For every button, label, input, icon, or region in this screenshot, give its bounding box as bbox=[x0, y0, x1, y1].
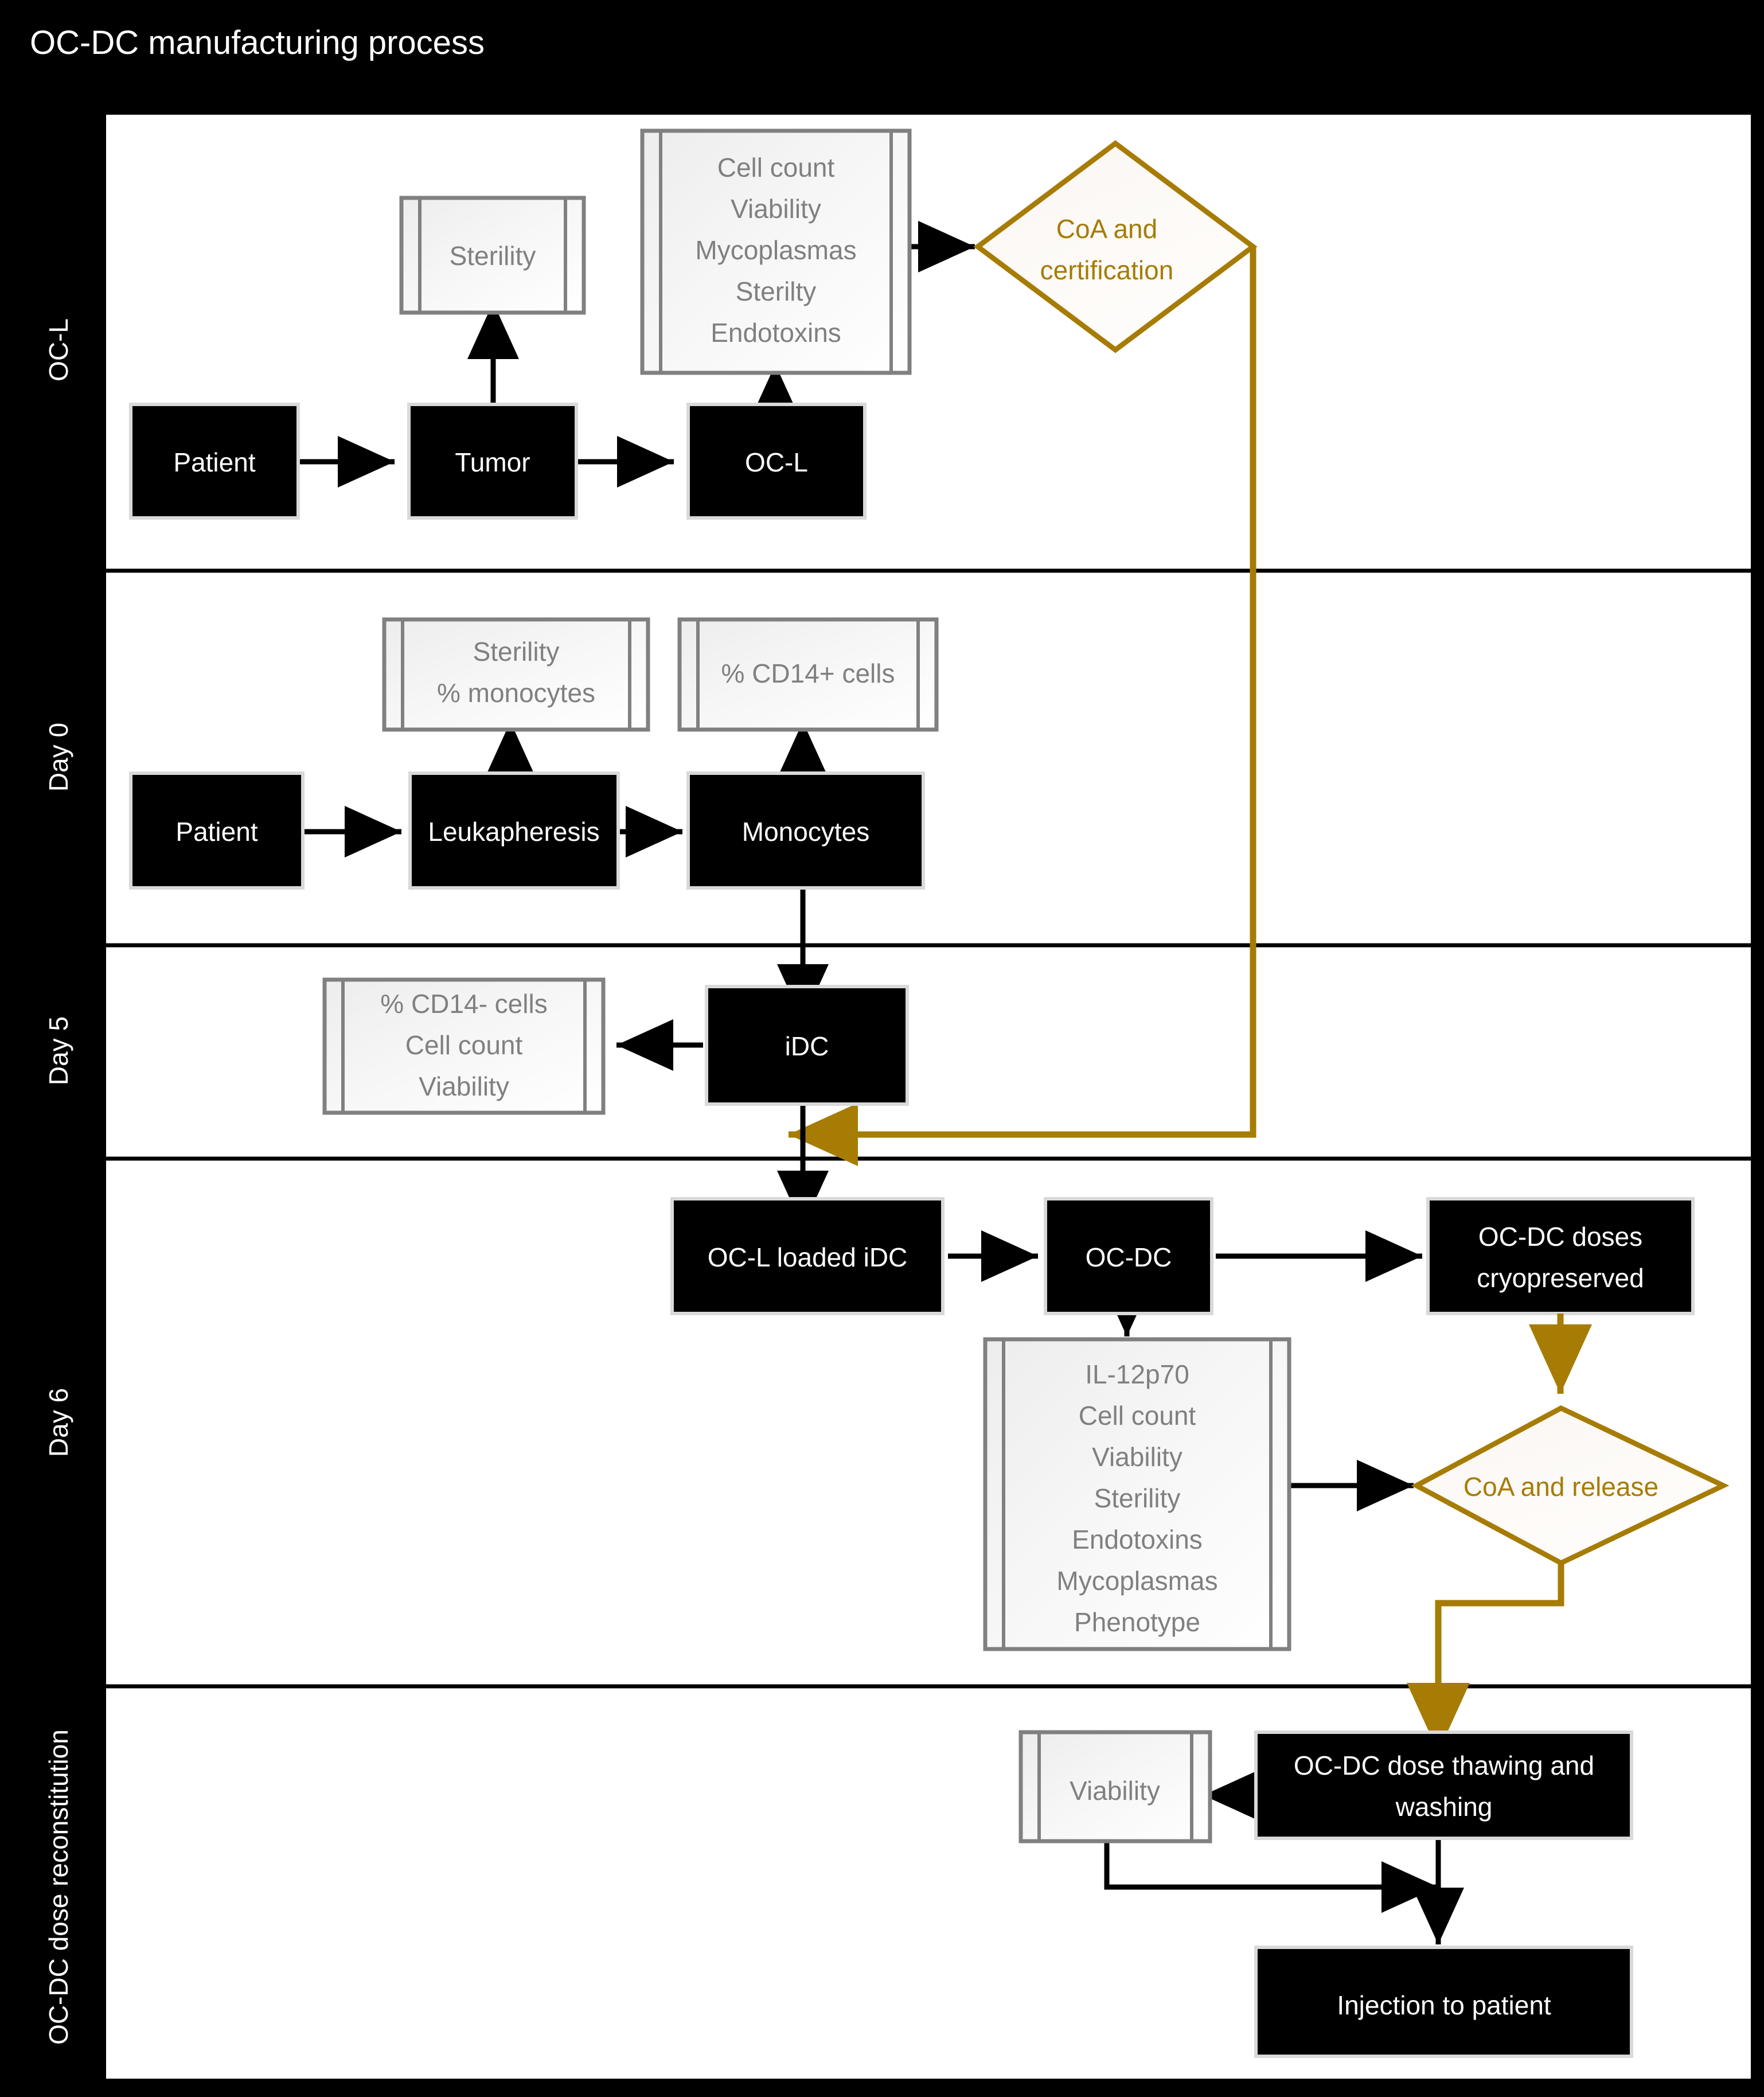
qc-line: Cell count bbox=[1079, 1401, 1196, 1431]
qc-line: Viability bbox=[1070, 1776, 1160, 1806]
process-ocdc-dose-thawing-washing[interactable]: OC-DC dose thawing and washing bbox=[1254, 1730, 1633, 1840]
qc-line: Cell count bbox=[717, 153, 835, 182]
swimlane-label-day-6: Day 6 bbox=[44, 1388, 73, 1457]
process-patient-day-0[interactable]: Patient bbox=[129, 771, 305, 890]
process-monocytes[interactable]: Monocytes bbox=[686, 771, 925, 890]
decision-line: certification bbox=[1040, 255, 1174, 285]
qc-line: Viability bbox=[1092, 1442, 1182, 1472]
swimlane-label-text: OC-DC dose reconstitution bbox=[44, 1729, 73, 2045]
qc-line: % monocytes bbox=[437, 678, 595, 708]
qc-line: Endotoxins bbox=[1072, 1525, 1203, 1554]
qc-line: % CD14+ cells bbox=[721, 658, 895, 688]
qc-line: Mycoplasmas bbox=[1056, 1566, 1217, 1596]
qc-line: Phenotype bbox=[1074, 1607, 1200, 1637]
process-ocdc-doses-cryopreserved[interactable]: OC-DC doses cryopreserved bbox=[1426, 1197, 1695, 1315]
swimlane-label-day-0: Day 0 bbox=[44, 723, 73, 792]
swimlane-label-text: OC-L bbox=[44, 318, 73, 381]
qc-ocdc: IL-12p70 Cell count Viability Sterility … bbox=[983, 1337, 1291, 1651]
qc-line: Mycoplasmas bbox=[695, 235, 856, 265]
qc-viability: Viability bbox=[1018, 1730, 1212, 1843]
process-ocl[interactable]: OC-L bbox=[686, 403, 867, 520]
gold-route-release bbox=[1407, 1563, 1564, 1752]
decision-line: CoA and release bbox=[1464, 1472, 1658, 1502]
process-ocdc[interactable]: OC-DC bbox=[1044, 1197, 1213, 1315]
qc-line: IL-12p70 bbox=[1085, 1359, 1189, 1389]
process-label: OC-DC dose thawing and bbox=[1294, 1751, 1594, 1780]
qc-line: Cell count bbox=[405, 1030, 523, 1060]
swimlane-label-text: Day 6 bbox=[44, 1388, 73, 1457]
qc-leukapheresis: Sterility % monocytes bbox=[382, 617, 650, 732]
decision-line: CoA and bbox=[1056, 214, 1157, 244]
qc-ocl-release: Cell count Viability Mycoplasmas Sterilt… bbox=[640, 128, 912, 375]
process-label: Leukapheresis bbox=[428, 817, 599, 847]
qc-monocytes: % CD14+ cells bbox=[677, 617, 939, 732]
qc-line: Sterility bbox=[473, 637, 560, 666]
process-injection-to-patient[interactable]: Injection to patient bbox=[1254, 1946, 1633, 2058]
process-idc[interactable]: iDC bbox=[705, 985, 909, 1106]
process-label: OC-DC bbox=[1086, 1242, 1172, 1272]
process-label: Injection to patient bbox=[1337, 1990, 1551, 2020]
swimlane-label-oc-l: OC-L bbox=[44, 318, 73, 381]
process-patient-oc-l[interactable]: Patient bbox=[129, 403, 300, 520]
page-title: OC-DC manufacturing process bbox=[30, 24, 485, 61]
qc-line: Sterility bbox=[1094, 1483, 1181, 1513]
qc-line: Sterility bbox=[450, 241, 536, 271]
process-label: OC-L loaded iDC bbox=[708, 1242, 908, 1272]
process-label: Monocytes bbox=[742, 817, 869, 847]
swimlane-label-day-5: Day 5 bbox=[44, 1016, 73, 1085]
qc-line: Viability bbox=[419, 1071, 509, 1101]
qc-line: Viability bbox=[731, 194, 821, 224]
qc-idc: % CD14- cells Cell count Viability bbox=[322, 977, 606, 1115]
qc-line: % CD14- cells bbox=[380, 989, 547, 1019]
process-label: cryopreserved bbox=[1477, 1263, 1644, 1293]
process-label: washing bbox=[1395, 1792, 1493, 1822]
process-label: OC-L bbox=[745, 447, 808, 477]
decision-coa-certification[interactable]: CoA and certification bbox=[973, 140, 1258, 353]
swimlane-label-text: Day 5 bbox=[44, 1016, 73, 1085]
swimlane-separators bbox=[106, 568, 1751, 1689]
process-label: OC-DC doses bbox=[1478, 1222, 1642, 1252]
process-label: Tumor bbox=[455, 447, 530, 477]
day-6-connectors bbox=[948, 1230, 1422, 1511]
process-label: Patient bbox=[175, 817, 257, 847]
qc-line: Endotoxins bbox=[711, 318, 841, 348]
qc-line: Sterilty bbox=[736, 276, 817, 306]
process-tumor[interactable]: Tumor bbox=[407, 403, 578, 520]
process-ocl-loaded-idc[interactable]: OC-L loaded iDC bbox=[670, 1197, 945, 1315]
process-leukapheresis[interactable]: Leukapheresis bbox=[408, 771, 620, 890]
process-label: iDC bbox=[785, 1031, 829, 1061]
gold-route-certification bbox=[789, 247, 1256, 1166]
process-label: Patient bbox=[173, 447, 255, 477]
swimlane-label-text: Day 0 bbox=[44, 723, 73, 792]
qc-sterility-oc-l: Sterility bbox=[399, 196, 586, 315]
swimlane-label-reconstitution: OC-DC dose reconstitution bbox=[44, 1729, 73, 2045]
